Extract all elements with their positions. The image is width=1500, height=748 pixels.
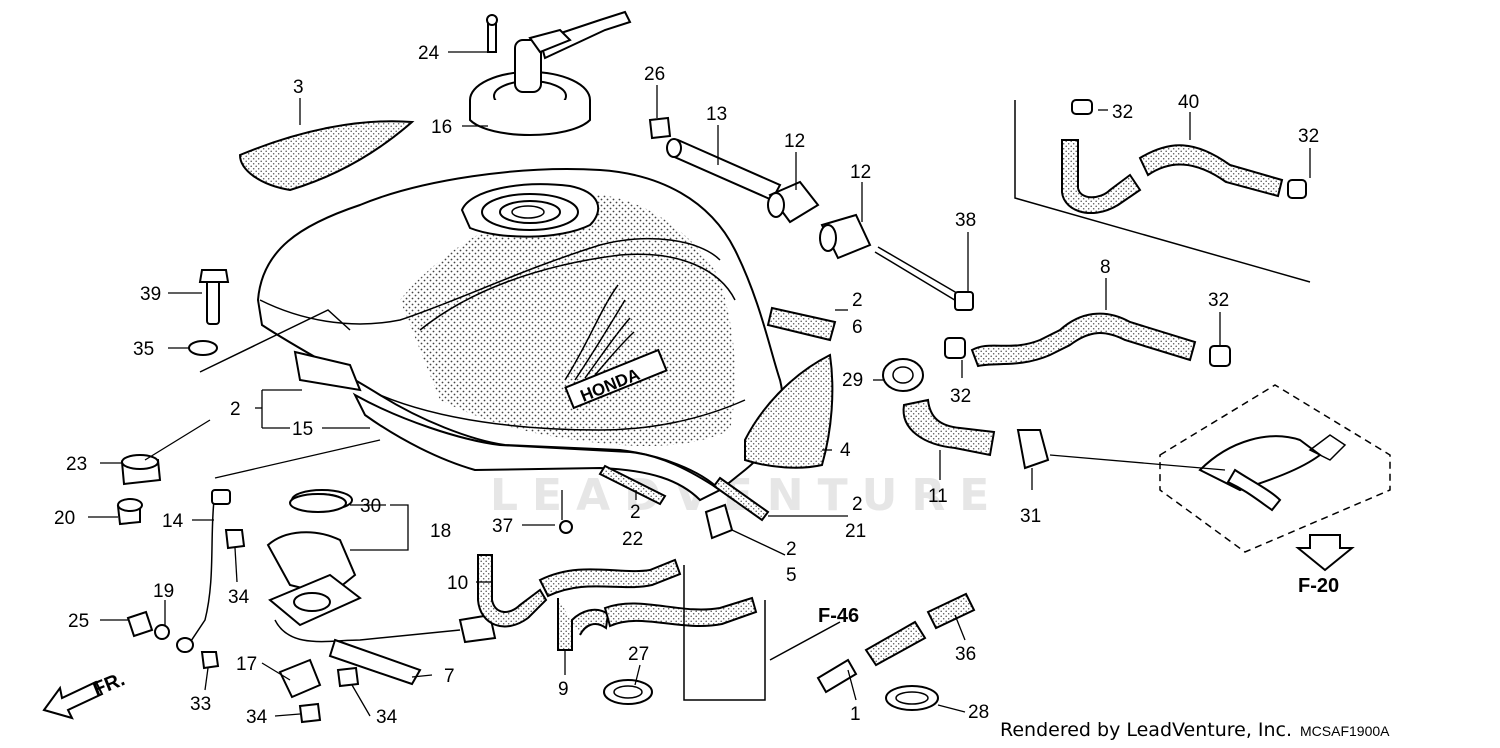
callout-6: 6	[852, 317, 863, 338]
footer-credit: Rendered by LeadVenture, Inc.	[1000, 719, 1292, 741]
callout-34c: 34	[376, 707, 398, 728]
callout-32c: 32	[1208, 290, 1229, 311]
callout-2-tank: 2	[230, 399, 241, 420]
callout-31: 31	[1020, 506, 1041, 527]
callout-5: 5	[786, 565, 797, 586]
callout-32d: 32	[950, 386, 971, 407]
callout-2-rubber: 2	[630, 502, 641, 523]
callout-32a: 32	[1112, 102, 1133, 123]
callout-1: 1	[850, 704, 861, 725]
callout-14: 14	[162, 511, 184, 532]
callout-2-clip: 2	[786, 539, 797, 560]
reference-f20: F-20	[1298, 575, 1339, 597]
fuel-tank: HONDA	[256, 168, 784, 502]
reference-f46: F-46	[818, 605, 859, 627]
callout-40: 40	[1178, 92, 1199, 113]
hose-10	[477, 554, 548, 628]
hose-40	[1060, 139, 1142, 214]
callout-34a: 34	[228, 587, 250, 608]
callout-17: 17	[236, 654, 257, 675]
callout-8: 8	[1100, 257, 1111, 278]
hose-9	[557, 598, 610, 651]
callout-labels: 24 3 16 26 13 12 12 38 32 40 32 8 32 32 …	[54, 43, 1319, 728]
callout-16: 16	[431, 117, 452, 138]
callout-29: 29	[842, 370, 863, 391]
watermark-text: LEADVENTURE	[490, 470, 1003, 521]
callout-37: 37	[492, 516, 513, 537]
callout-3: 3	[293, 77, 304, 98]
callout-7: 7	[444, 666, 455, 687]
callout-25: 25	[68, 611, 89, 632]
callout-19: 19	[153, 581, 174, 602]
leader-lines	[88, 51, 1311, 717]
callout-34b: 34	[246, 707, 268, 728]
callout-38: 38	[955, 210, 976, 231]
callout-22: 22	[622, 529, 643, 550]
front-label: FR.	[90, 668, 128, 700]
callout-10: 10	[447, 573, 468, 594]
callout-11: 11	[928, 486, 948, 507]
callout-15: 15	[292, 419, 313, 440]
callout-2-strip: 2	[852, 290, 863, 311]
callout-27: 27	[628, 644, 649, 665]
callout-4: 4	[840, 440, 851, 461]
callout-9: 9	[558, 679, 569, 700]
callout-28: 28	[968, 702, 989, 723]
callout-20: 20	[54, 508, 75, 529]
callout-24: 24	[418, 43, 440, 64]
callout-35: 35	[133, 339, 154, 360]
callout-26: 26	[644, 64, 665, 85]
knee-pad-part	[238, 120, 415, 192]
callout-32b: 32	[1298, 126, 1319, 147]
hose-11	[902, 398, 996, 457]
callout-18: 18	[430, 521, 451, 542]
callout-13: 13	[706, 104, 727, 125]
callout-39: 39	[140, 284, 161, 305]
callout-12b: 12	[850, 162, 871, 183]
side-rubber-part	[744, 353, 834, 469]
callout-36: 36	[955, 644, 976, 665]
callout-30: 30	[360, 496, 381, 517]
footer-code: MCSAF1900A	[1300, 723, 1390, 739]
callout-23: 23	[66, 454, 87, 475]
callout-2-band: 2	[852, 494, 863, 515]
callout-33: 33	[190, 694, 211, 715]
callout-12a: 12	[784, 131, 805, 152]
front-arrow-icon: FR.	[42, 668, 128, 720]
hose-8	[970, 312, 1197, 368]
fuel-cap-assembly	[469, 10, 632, 136]
callout-21: 21	[845, 521, 866, 542]
